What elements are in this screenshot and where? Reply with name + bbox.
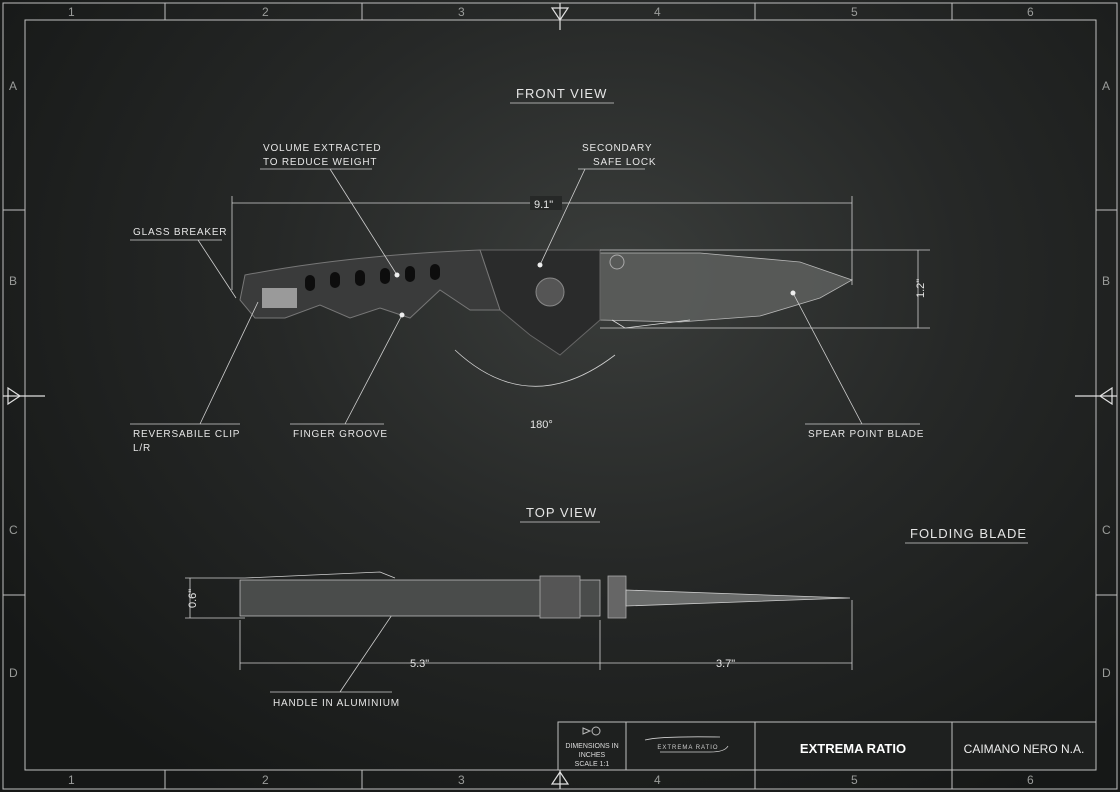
callout-clip-line1: REVERSABILE CLIP (133, 429, 240, 440)
callout-clip-line2: L/R (133, 443, 151, 454)
top-view-title: TOP VIEW (526, 505, 597, 520)
knife-front-view (239, 249, 853, 356)
rotation-arc (454, 349, 616, 387)
units-line1: DIMENSIONS IN (565, 743, 618, 750)
column-label: 4 (654, 773, 661, 787)
units-line3: SCALE 1:1 (575, 761, 610, 768)
clip-top (244, 571, 396, 579)
front-dimensions: 9.1" 1.2" 180° (231, 196, 930, 431)
column-label: 3 (458, 5, 465, 19)
blade-height-dim: 1.2" (915, 279, 927, 298)
clip-plate (262, 288, 297, 308)
column-label: 2 (262, 5, 269, 19)
grid-row-labels: A B C D A B C D (9, 79, 1111, 680)
callout-handle: HANDLE IN ALUMINIUM (273, 698, 400, 709)
overall-length-dim: 9.1" (534, 199, 553, 211)
centering-marks (3, 3, 1117, 789)
front-view-title: FRONT VIEW (516, 86, 607, 101)
column-label: 2 (262, 773, 269, 787)
row-label: A (1102, 79, 1110, 93)
row-label: A (9, 79, 17, 93)
thumb-stud (609, 254, 625, 270)
blade-length-dim: 3.7" (716, 658, 735, 670)
column-label: 1 (68, 5, 75, 19)
thickness-dim: 0.6" (187, 589, 199, 608)
callout-volume-line1: VOLUME EXTRACTED (263, 143, 381, 154)
row-label: C (9, 523, 18, 537)
row-label: C (1102, 523, 1111, 537)
column-label: 6 (1027, 773, 1034, 787)
scale-symbol-icon (582, 726, 601, 736)
callout-safelock-line1: SECONDARY (582, 143, 652, 154)
column-label: 4 (654, 5, 661, 19)
folding-blade-label: FOLDING BLADE (910, 526, 1027, 541)
blade-shape (599, 252, 853, 323)
pivot-screw (535, 277, 565, 307)
grid-dividers (3, 3, 1117, 789)
column-label: 6 (1027, 5, 1034, 19)
svg-text:EXTREMA RATIO: EXTREMA RATIO (657, 745, 718, 751)
grid-column-labels-bottom: 1 2 3 4 5 6 (68, 773, 1034, 787)
column-label: 1 (68, 773, 75, 787)
row-label: B (9, 274, 17, 288)
blade-top (625, 589, 851, 607)
rotation-dim: 180° (530, 419, 553, 431)
callout-safelock-line2: SAFE LOCK (593, 157, 656, 168)
grid-column-labels-top: 1 2 3 4 5 6 (68, 5, 1034, 19)
top-dimensions: 0.6" 5.3" 3.7" (185, 577, 853, 670)
callout-finger-groove: FINGER GROOVE (293, 429, 388, 440)
title-block: DIMENSIONS IN INCHES SCALE 1:1 EXTREMA R… (557, 721, 1097, 771)
row-label: D (9, 666, 18, 680)
lightening-holes (305, 264, 440, 291)
handle-length-dim: 5.3" (410, 658, 429, 670)
callout-spear-point: SPEAR POINT BLADE (808, 429, 924, 440)
brand-name: EXTREMA RATIO (800, 741, 906, 756)
callout-volume-line2: TO REDUCE WEIGHT (263, 157, 377, 168)
model-name: CAIMANO NERO N.A. (964, 742, 1085, 756)
callouts: VOLUME EXTRACTED TO REDUCE WEIGHT SECOND… (130, 143, 924, 709)
column-label: 3 (458, 773, 465, 787)
units-line2: INCHES (579, 752, 606, 759)
row-label: B (1102, 274, 1110, 288)
callout-glass-breaker: GLASS BREAKER (133, 227, 227, 238)
knife-top-view (239, 571, 851, 619)
inner-frame (24, 19, 1097, 771)
column-label: 5 (851, 5, 858, 19)
extrema-ratio-logo: EXTREMA RATIO (644, 736, 729, 753)
column-label: 5 (851, 773, 858, 787)
row-label: D (1102, 666, 1111, 680)
